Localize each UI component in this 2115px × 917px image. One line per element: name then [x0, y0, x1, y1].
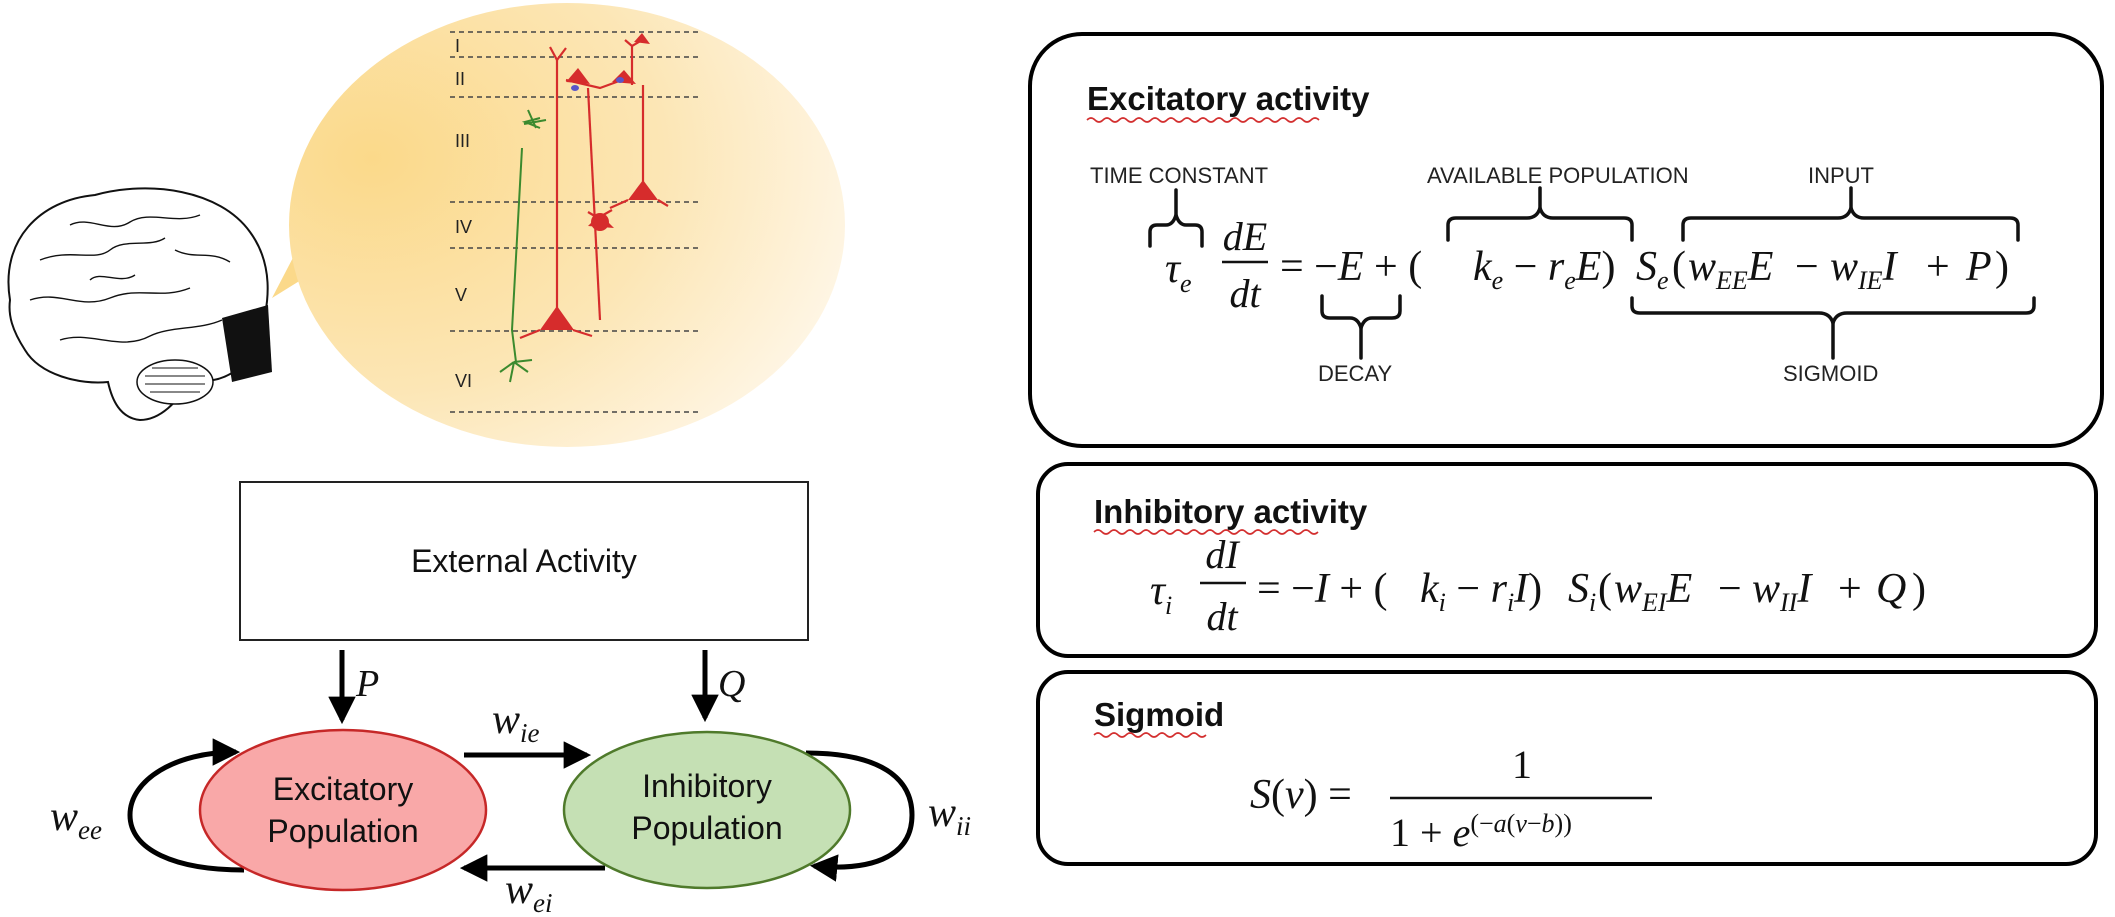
pyramidal-neurons	[519, 33, 669, 340]
svg-text:−: −	[1795, 244, 1819, 290]
svg-text:P: P	[1965, 244, 1992, 290]
inhibitory-equation: τi dI dt = −I + ( ki − riI) Si ( wEIE − …	[1150, 532, 1926, 639]
layer-label: IV	[455, 217, 472, 237]
layer-label: VI	[455, 371, 472, 391]
annotation-input: INPUT	[1808, 163, 1874, 188]
svg-text:(: (	[1672, 244, 1686, 290]
svg-text:wee: wee	[50, 794, 102, 845]
cortex-bubble	[272, 3, 845, 447]
cortical-layers: I II III IV V VI	[450, 31, 700, 413]
annotation-time-constant: TIME CONSTANT	[1090, 163, 1268, 188]
svg-text:ki − riI): ki − riI)	[1420, 566, 1542, 617]
svg-text:= −E + (: = −E + (	[1280, 244, 1422, 290]
svg-text:= −I + (: = −I + (	[1257, 566, 1388, 612]
svg-text:dI: dI	[1205, 532, 1240, 577]
weight-label-wie: wie	[492, 697, 540, 748]
excitatory-node-label: Population	[267, 813, 418, 849]
external-activity-box: External Activity	[239, 481, 809, 641]
layer-label: III	[455, 131, 470, 151]
spellcheck-underline	[1093, 529, 1319, 535]
excitatory-equation-panel: Excitatory activity TIME CONSTANT AVAILA…	[1028, 32, 2104, 448]
input-arrows	[328, 650, 719, 725]
svg-text:): )	[1912, 566, 1926, 612]
spellcheck-underline	[1086, 117, 1320, 123]
inhibitory-heading: Inhibitory activity	[1094, 493, 1368, 530]
svg-text:): )	[1995, 244, 2009, 290]
interneuron	[499, 109, 547, 383]
svg-text:+: +	[1838, 566, 1862, 612]
svg-text:dt: dt	[1229, 271, 1261, 316]
weight-label-wee: wee	[50, 794, 102, 845]
svg-text:wei: wei	[505, 867, 553, 917]
external-activity-label: External Activity	[411, 543, 637, 579]
svg-text:1: 1	[1512, 742, 1532, 787]
spellcheck-underline	[1093, 732, 1207, 738]
excitatory-node-label: Excitatory	[273, 771, 413, 807]
svg-text:Se: Se	[1636, 244, 1669, 295]
sigmoid-equation-panel: Sigmoid S(v) = 1 1 + e(−a(v−b))	[1036, 670, 2098, 866]
svg-text:−: −	[1718, 566, 1742, 612]
svg-text:wie: wie	[492, 697, 540, 748]
excitatory-population-node: Excitatory Population	[198, 728, 488, 892]
annotation-decay: DECAY	[1318, 361, 1392, 386]
input-label-p: P	[355, 663, 379, 705]
svg-text:Q: Q	[1876, 566, 1906, 612]
excitatory-equation: τe dE dt = −E + ( ke − reE) Se ( wEEE − …	[1165, 214, 2009, 316]
weight-label-wii: wii	[928, 790, 971, 841]
svg-text:+: +	[1926, 244, 1950, 290]
layer-label: I	[455, 36, 460, 56]
brain-illustration	[7, 187, 272, 422]
svg-text:wEIE: wEIE	[1614, 566, 1692, 617]
svg-text:dE: dE	[1223, 214, 1267, 259]
svg-text:(: (	[1598, 566, 1612, 612]
connection-arrows	[127, 738, 915, 882]
svg-text:wii: wii	[928, 790, 971, 841]
inhibitory-equation-panel: Inhibitory activity τi dI dt = −I + ( ki…	[1036, 462, 2098, 658]
layer-label: II	[455, 69, 465, 89]
svg-text:wIII: wIII	[1752, 566, 1813, 617]
inhibitory-population-node: Inhibitory Population	[562, 730, 852, 890]
sigmoid-heading: Sigmoid	[1094, 696, 1224, 733]
svg-text:S(v) =: S(v) =	[1250, 772, 1352, 818]
layer-label: V	[455, 285, 467, 305]
inhibitory-node-label: Population	[631, 810, 782, 846]
excitatory-heading: Excitatory activity	[1087, 80, 1370, 117]
inhibitory-node-label: Inhibitory	[642, 768, 772, 804]
input-label-q: Q	[718, 663, 745, 705]
weight-label-wei: wei	[505, 867, 553, 917]
svg-text:wEEE: wEEE	[1688, 244, 1773, 295]
svg-text:dt: dt	[1206, 594, 1238, 639]
annotation-sigmoid: SIGMOID	[1783, 361, 1878, 386]
annotation-available-population: AVAILABLE POPULATION	[1427, 163, 1689, 188]
